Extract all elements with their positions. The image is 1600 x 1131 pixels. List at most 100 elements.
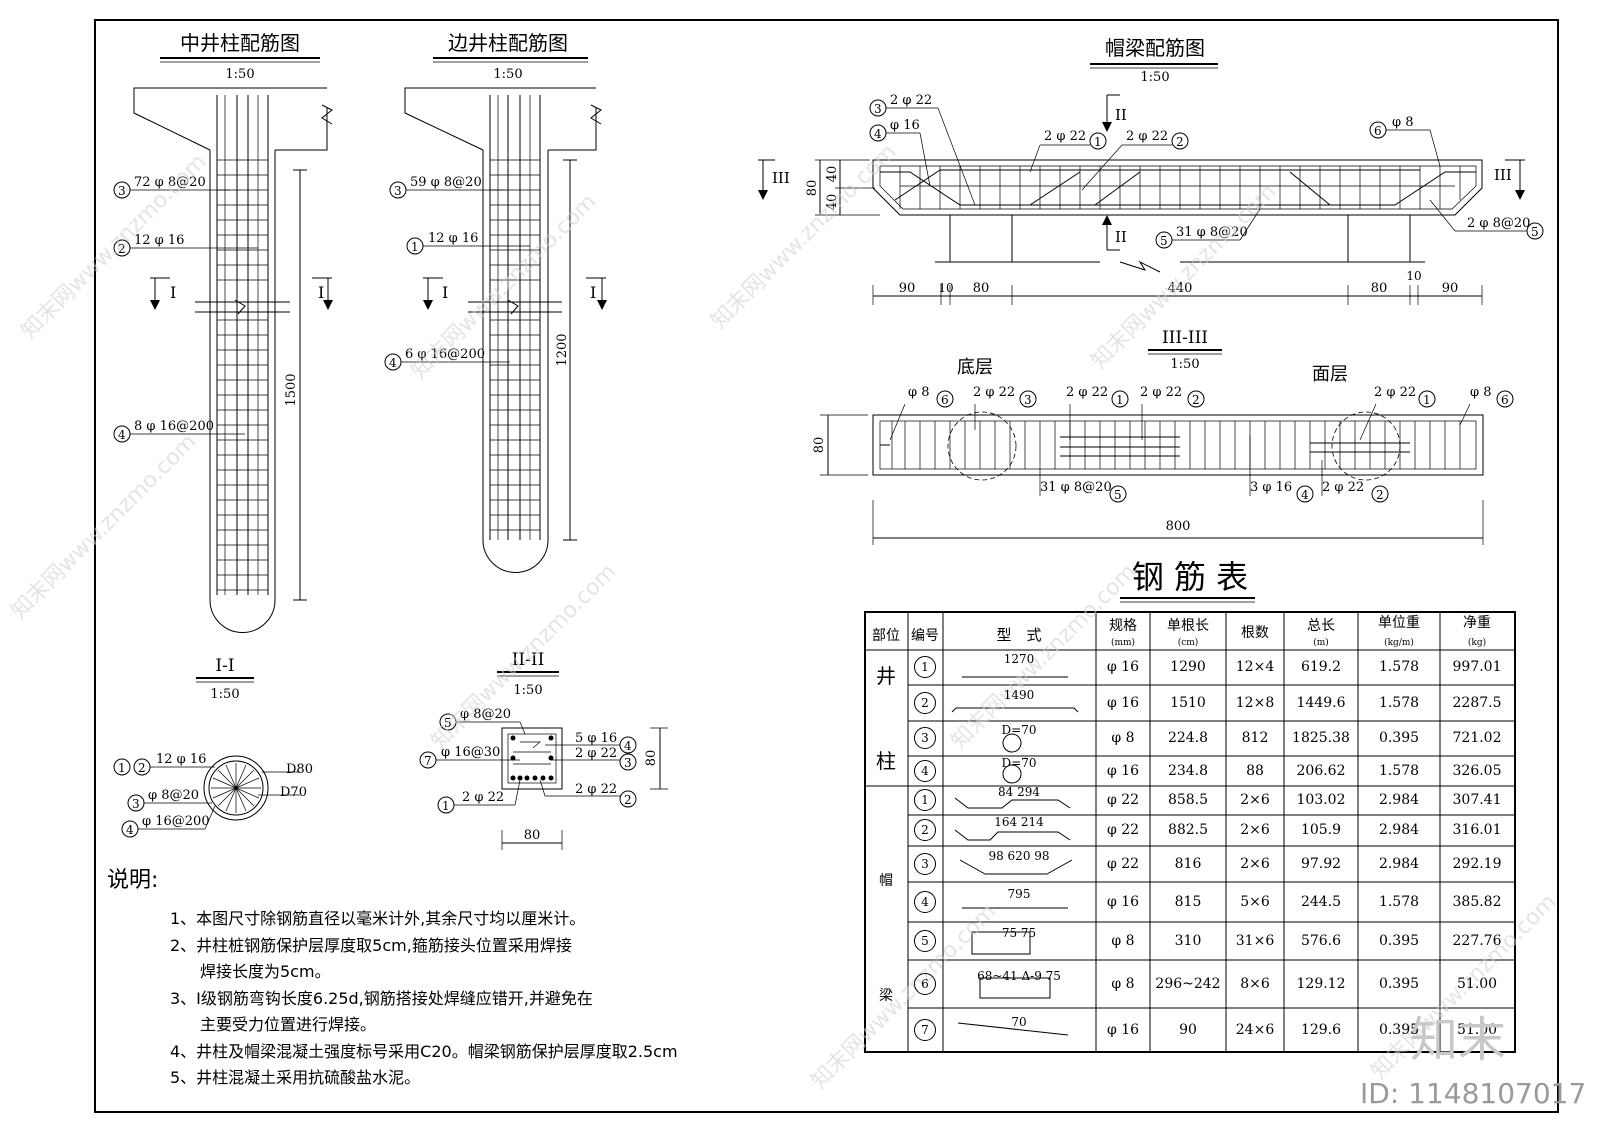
brand-logo: 知末 — [1410, 1012, 1507, 1068]
s2-label-b: φ 16@30 — [441, 745, 500, 760]
s3-label-g: 31 φ 8@20 — [1040, 480, 1112, 495]
s2-label-r1: 5 φ 16 — [575, 731, 617, 746]
table-cell-total: 105.9 — [1300, 822, 1342, 838]
svg-text:4: 4 — [118, 428, 126, 442]
table-cell-count: 2×6 — [1240, 822, 1270, 838]
svg-text:6: 6 — [1501, 393, 1509, 407]
table-cell-shape: 68~41 Δ-9 75 — [977, 969, 1061, 983]
svg-text:1: 1 — [1094, 135, 1102, 149]
table-cell-shape: 98 620 98 — [988, 849, 1050, 863]
s1-label-a: 12 φ 16 — [156, 752, 206, 767]
group-2-a: 帽 — [879, 873, 893, 889]
table-cell-no: 1 — [914, 656, 936, 678]
table-cell-count: 31×6 — [1235, 933, 1275, 949]
watermark-3: 知末网www.znzmo.com — [407, 189, 602, 384]
cap-beam-scale: 1:50 — [1140, 70, 1169, 85]
table-cell-unit: 2.984 — [1378, 822, 1420, 838]
table-cell-net: 307.41 — [1452, 792, 1502, 808]
section-3-drawing: III-III 1:50 底层 面层 — [812, 328, 1514, 545]
svg-text:3: 3 — [132, 797, 140, 811]
table-cell-total: 244.5 — [1300, 894, 1342, 910]
table-cell-count: 12×4 — [1235, 659, 1275, 675]
mid-column-scale: 1:50 — [225, 67, 254, 82]
s3-label-f: φ 8 — [1470, 385, 1492, 400]
svg-text:6: 6 — [1374, 124, 1382, 138]
s1-label-c: φ 16@200 — [142, 814, 210, 829]
svg-text:2: 2 — [1176, 135, 1184, 149]
mid-label-3: 72 φ 8@20 — [134, 175, 206, 190]
svg-text:7: 7 — [424, 754, 432, 768]
notes-heading: 说明: — [107, 868, 159, 893]
table-cell-unit: 0.395 — [1378, 976, 1420, 992]
rebar-table-title: 钢 筋 表 — [1132, 558, 1248, 596]
table-cell-spec: φ 22 — [1106, 856, 1140, 872]
table-cell-len: 816 — [1174, 856, 1202, 872]
th-unit-unit: (kg/m) — [1384, 637, 1414, 648]
table-cell-unit: 0.395 — [1378, 730, 1420, 746]
table-cell-count: 2×6 — [1240, 856, 1270, 872]
beam-cut3-right: III — [1494, 166, 1512, 184]
table-cell-net: 2287.5 — [1452, 695, 1502, 711]
table-cell-unit: 0.395 — [1378, 933, 1420, 949]
beam-label-2: 2 φ 22 — [1126, 129, 1168, 144]
edge-label-1: 12 φ 16 — [428, 231, 478, 246]
table-cell-shape: 1270 — [1003, 652, 1035, 666]
note-5: 5、井柱混凝土采用抗硫酸盐水泥。 — [170, 1068, 421, 1087]
section-2-drawing: II-II 1:50 5 φ 8@20 7 φ 16@30 1 2 φ 22 5… — [419, 650, 668, 850]
svg-text:5: 5 — [1160, 234, 1168, 248]
s2-w80: 80 — [524, 828, 541, 843]
table-cell-shape: 1490 — [1003, 688, 1035, 702]
top-layer-label: 面层 — [1312, 364, 1348, 385]
beam-dim-10b: 10 — [1406, 269, 1421, 283]
table-cell-count: 24×6 — [1235, 1022, 1275, 1038]
table-cell-no: 7 — [914, 1019, 936, 1041]
edge-column-title: 边井柱配筋图 — [448, 31, 568, 55]
svg-text:4: 4 — [1301, 488, 1309, 502]
edge-column-scale: 1:50 — [493, 67, 522, 82]
bottom-layer-label: 底层 — [957, 357, 993, 378]
table-cell-unit: 2.984 — [1378, 856, 1420, 872]
note-2b: 焊接长度为5cm。 — [200, 962, 331, 981]
table-cell-len: 1290 — [1170, 659, 1206, 675]
table-cell-unit: 1.578 — [1378, 659, 1420, 675]
beam-dim-10a: 10 — [938, 281, 953, 295]
table-cell-net: 51.00 — [1456, 1022, 1498, 1038]
table-cell-total: 1449.6 — [1296, 695, 1346, 711]
note-3b: 主要受力位置进行焊接。 — [200, 1015, 377, 1034]
note-2: 2、井柱桩钢筋保护层厚度取5cm,箍筋接头位置采用焊接 — [170, 936, 572, 955]
table-cell-len: 815 — [1174, 894, 1202, 910]
section-2-title: II-II — [512, 650, 545, 670]
table-cell-total: 206.62 — [1296, 763, 1346, 779]
table-cell-spec: φ 22 — [1106, 822, 1140, 838]
mid-cut-left: I — [170, 283, 176, 302]
table-cell-unit: 1.578 — [1378, 695, 1420, 711]
svg-text:1: 1 — [1116, 393, 1124, 407]
svg-text:4: 4 — [389, 356, 397, 370]
drawing-frame — [94, 19, 1559, 1113]
note-3: 3、I级钢筋弯钩长度6.25d,钢筋搭接处焊缝应错开,并避免在 — [170, 989, 593, 1008]
table-cell-total: 97.92 — [1300, 856, 1342, 872]
table-cell-net: 997.01 — [1452, 659, 1502, 675]
table-cell-count: 88 — [1246, 763, 1264, 779]
s2-label-c: 2 φ 22 — [462, 790, 504, 805]
table-cell-unit: 2.984 — [1378, 792, 1420, 808]
table-cell-count: 812 — [1241, 730, 1269, 746]
mid-column-drawing: 中井柱配筋图 1:50 — [113, 31, 333, 633]
mid-cut-right: I — [318, 283, 324, 302]
table-cell-net: 721.02 — [1452, 730, 1502, 746]
svg-text:3: 3 — [118, 184, 126, 198]
table-cell-unit: 0.395 — [1378, 1022, 1420, 1038]
th-total: 总长 — [1307, 618, 1335, 634]
table-cell-total: 576.6 — [1300, 933, 1342, 949]
beam-cut3-left: III — [772, 169, 790, 187]
svg-text:5: 5 — [444, 716, 452, 730]
cap-beam-drawing: 帽梁配筋图 1:50 — [758, 36, 1544, 305]
watermark-4: 知末网www.znzmo.com — [427, 559, 622, 754]
s2-label-a: φ 8@20 — [460, 707, 511, 722]
th-count: 根数 — [1241, 625, 1269, 641]
table-cell-shape: D=70 — [1001, 756, 1037, 770]
table-cell-total: 129.12 — [1296, 976, 1346, 992]
beam-label-5b: 31 φ 8@20 — [1176, 225, 1248, 240]
watermark-id: ID: 1148107017 — [1360, 1077, 1587, 1110]
